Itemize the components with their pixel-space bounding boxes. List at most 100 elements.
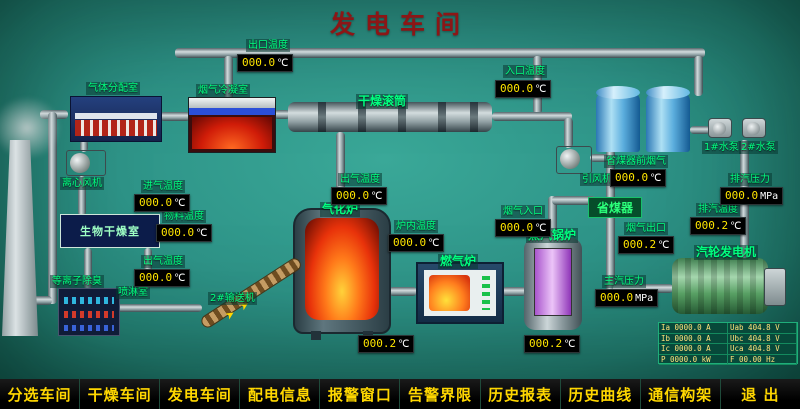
material-temp-label: 物料温度 — [162, 210, 206, 223]
pipe-fan-bioroom — [78, 176, 86, 216]
exhaust-steam-pressure-label: 排汽压力 — [728, 173, 772, 186]
pipe-chimney-link — [26, 296, 52, 305]
pump-1-graphic — [708, 118, 732, 138]
econ-inlet-fluegas-value: 000.0℃ — [610, 169, 667, 187]
gasifier-label: 气化炉 — [320, 202, 361, 217]
pipe-gasdist-fan — [80, 140, 88, 152]
furnace-outlet-temp-value: 000.2℃ — [358, 335, 415, 353]
induced-fan-graphic — [556, 146, 592, 174]
fluegas-inlet-value: 000.0℃ — [495, 219, 552, 237]
menu-drying-workshop[interactable]: 干燥车间 — [80, 379, 161, 409]
pipe-gasdist-condenser — [160, 112, 190, 121]
outlet-temp-label: 出口温度 — [246, 39, 290, 52]
economizer-label: 省煤器 — [596, 201, 633, 215]
menu-history-report[interactable]: 历史报表 — [480, 379, 561, 409]
chimney — [2, 140, 38, 336]
pipe-boiler-economizer — [552, 196, 596, 205]
exhaust-steam-temp-label: 排汽温度 — [696, 203, 740, 216]
fluegas-inlet-label: 烟气入口 — [501, 205, 545, 218]
gasifier-flame — [305, 218, 379, 320]
intake-temp-label: 进气温度 — [141, 180, 185, 193]
conveyor-2-label: 2#输送机 — [208, 292, 257, 305]
pipe-economizer-generator — [613, 284, 673, 293]
outgas-temp-gasifier-value: 000.0℃ — [331, 187, 388, 205]
pipe-economizer-vertical — [606, 150, 615, 292]
gas-distribution-room-graphic — [70, 96, 162, 142]
menu-communication[interactable]: 通信构架 — [640, 379, 721, 409]
pump-2-graphic — [742, 118, 766, 138]
outgas-temp-left-value: 000.0℃ — [134, 269, 191, 287]
gasifier-graphic — [293, 208, 391, 340]
pipe-spray-conveyor — [116, 304, 202, 312]
pipe-fan-economizer — [590, 154, 612, 162]
spray-room-label: 喷淋室 — [116, 286, 150, 299]
pipe-tank-pumps — [690, 126, 710, 134]
gas-furnace-graphic — [416, 262, 504, 324]
fluegas-outlet-label: 烟气出口 — [624, 222, 668, 235]
centrifugal-fan-label: 离心风机 — [60, 177, 104, 190]
pipe-tank-riser — [694, 56, 703, 96]
gas-furnace-flame — [429, 275, 470, 311]
scada-canvas: 生物干燥室 ➤ ➤ 省煤器 气体分配室 烟气冷凝室 干燥滚筒 离心风机 等离子除… — [0, 0, 800, 379]
steam-boiler-window — [534, 248, 572, 316]
menu-power-distribution-info[interactable]: 配电信息 — [240, 379, 321, 409]
pipe-bioroom-plasma — [84, 248, 92, 290]
pipe-bioroom-spray — [144, 248, 152, 288]
menu-power-workshop[interactable]: 发电车间 — [160, 379, 241, 409]
furnace-inner-temp-label: 炉内温度 — [394, 220, 438, 233]
pipe-drum-gasifier — [336, 132, 345, 210]
exhaust-steam-temp-value: 000.2℃ — [690, 217, 747, 235]
menu-alarm-window[interactable]: 报警窗口 — [320, 379, 401, 409]
bio-drying-room: 生物干燥室 — [60, 214, 160, 248]
boiler-outlet-temp-value: 000.2℃ — [524, 335, 581, 353]
induced-fan-label: 引风机 — [580, 173, 614, 186]
centrifugal-fan-graphic — [66, 150, 106, 176]
turbine-generator-graphic — [672, 258, 768, 314]
pipe-drum-inducedfan — [564, 118, 573, 148]
menu-exit[interactable]: 退 出 — [720, 379, 800, 409]
water-tank-2-graphic — [646, 86, 690, 152]
plasma-deodorizer-label: 等离子除臭 — [50, 275, 104, 288]
outgas-temp-left-label: 出气温度 — [141, 255, 185, 268]
pipe-condenser-drum — [274, 110, 290, 119]
pump-2-label: 2#水泵 — [739, 141, 778, 154]
bio-drying-room-label: 生物干燥室 — [80, 225, 140, 238]
inlet-temp-value: 000.0℃ — [495, 80, 552, 98]
pipe-drum-fan — [492, 112, 572, 121]
menu-alarm-limits[interactable]: 告警界限 — [400, 379, 481, 409]
main-steam-pressure-label: 主汽压力 — [602, 275, 646, 288]
pipe-condenser-riser — [224, 56, 233, 100]
pipe-gasifier-furnace — [389, 287, 417, 296]
gas-furnace-label: 燃气炉 — [438, 254, 479, 269]
pipe-boiler-riser — [548, 196, 557, 240]
pipe-furnace-boiler — [502, 287, 526, 296]
steam-boiler-graphic — [524, 238, 582, 330]
drying-drum-label: 干燥滚筒 — [356, 94, 409, 109]
economizer-box: 省煤器 — [588, 197, 642, 218]
flue-condenser-label: 烟气冷凝室 — [196, 84, 250, 97]
menu-sorting-workshop[interactable]: 分选车间 — [0, 379, 81, 409]
pipe-left-vertical — [48, 112, 57, 304]
pipe-top-run — [175, 48, 705, 58]
page-title: 发电车间 — [329, 10, 470, 39]
econ-inlet-fluegas-label: 省煤器前烟气 — [604, 155, 668, 168]
intake-temp-value: 000.0℃ — [134, 194, 191, 212]
bottom-menu-bar: 分选车间 干燥车间 发电车间 配电信息 报警窗口 告警界限 历史报表 历史曲线 … — [0, 379, 800, 409]
flue-condenser-graphic — [188, 97, 276, 153]
gas-distribution-room-label: 气体分配室 — [86, 82, 140, 95]
furnace-inner-temp-value: 000.0℃ — [388, 234, 445, 252]
outlet-temp-value: 000.0℃ — [237, 54, 294, 72]
inlet-temp-label: 入口温度 — [503, 65, 547, 78]
fluegas-outlet-value: 000.2℃ — [618, 236, 675, 254]
menu-history-curve[interactable]: 历史曲线 — [560, 379, 641, 409]
plasma-deodorizer-graphic — [58, 288, 120, 336]
pump-1-label: 1#水泵 — [702, 141, 741, 154]
turbine-generator-label: 汽轮发电机 — [694, 245, 759, 260]
